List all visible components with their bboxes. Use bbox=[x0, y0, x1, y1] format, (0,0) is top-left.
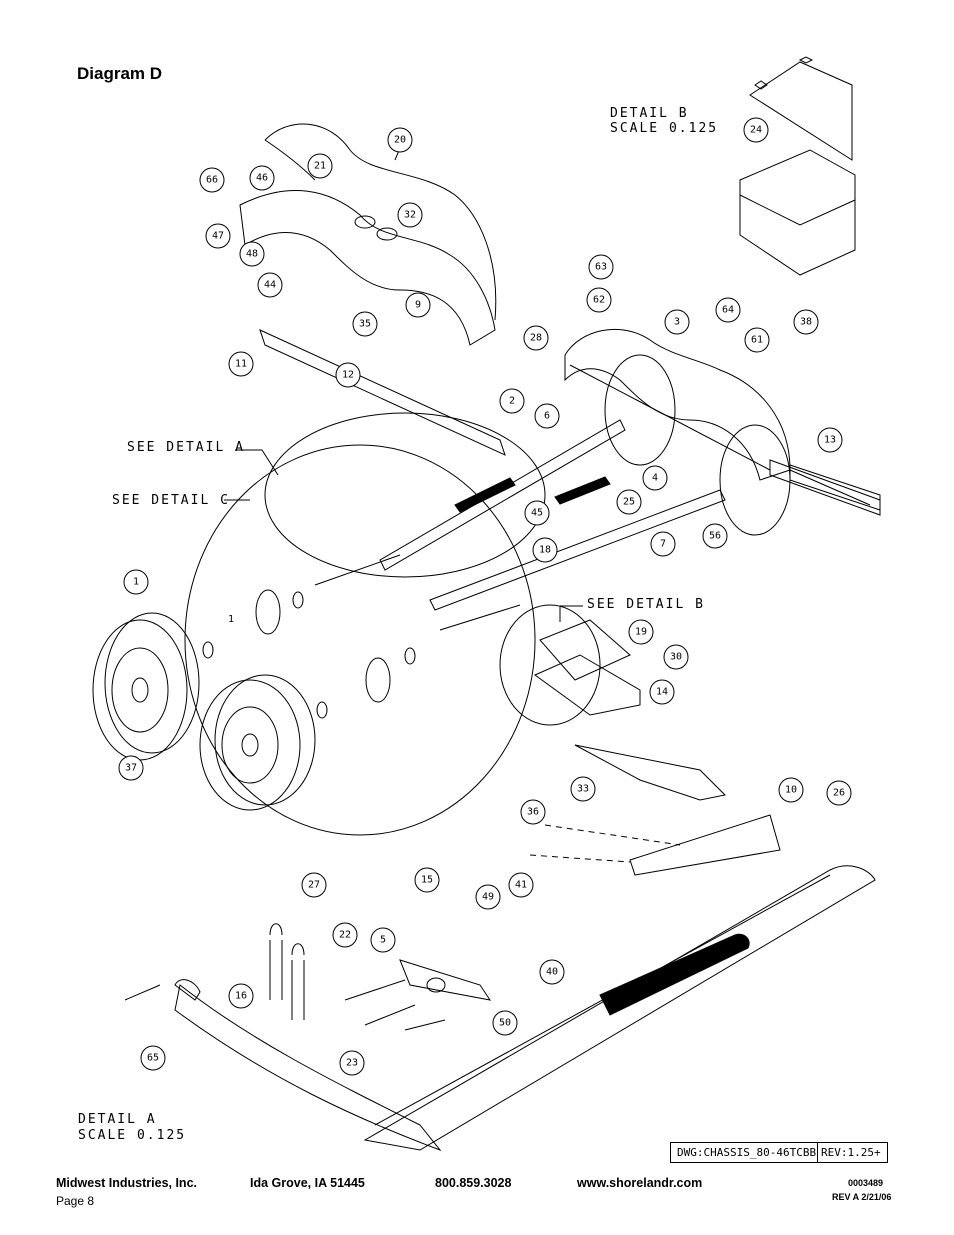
callout-19: 19 bbox=[635, 627, 647, 638]
see-detail-b-leader bbox=[559, 605, 583, 622]
detail-a-ring bbox=[184, 444, 536, 836]
callout-33: 33 bbox=[577, 784, 589, 795]
side-rail-13 bbox=[789, 464, 881, 511]
callout-bubbles bbox=[118, 117, 852, 1076]
footer-revision: REV A 2/21/06 bbox=[832, 1192, 892, 1202]
callout-15: 15 bbox=[421, 875, 433, 886]
callout-38: 38 bbox=[800, 317, 812, 328]
callout-50: 50 bbox=[499, 1018, 511, 1029]
callout-12: 12 bbox=[342, 370, 354, 381]
callout-7: 7 bbox=[660, 539, 666, 550]
callout-40: 40 bbox=[546, 967, 558, 978]
see-detail-a-label: SEE DETAIL A bbox=[127, 440, 245, 455]
callout-35: 35 bbox=[359, 319, 371, 330]
callout-46: 46 bbox=[256, 173, 268, 184]
callout-49: 49 bbox=[482, 892, 494, 903]
drawing-box-divider bbox=[817, 1143, 818, 1162]
see-detail-b-label: SEE DETAIL B bbox=[587, 597, 705, 612]
wheel-right bbox=[199, 674, 316, 811]
fender-assembly-top bbox=[239, 123, 497, 346]
callout-36: 36 bbox=[527, 807, 539, 818]
callout-30: 30 bbox=[670, 652, 682, 663]
step-pad-rail bbox=[454, 477, 516, 513]
step-pad-45 bbox=[554, 476, 611, 505]
wheel-left bbox=[92, 612, 200, 761]
callout-4: 4 bbox=[652, 473, 658, 484]
part-1-mark: 1 bbox=[228, 614, 235, 625]
footer-company: Midwest Industries, Inc. bbox=[56, 1176, 197, 1190]
callout-21: 21 bbox=[314, 161, 326, 172]
callout-18: 18 bbox=[539, 545, 551, 556]
callout-66: 66 bbox=[206, 175, 218, 186]
plate-19 bbox=[539, 619, 631, 681]
detail-c-ring bbox=[264, 412, 546, 578]
callout-6: 6 bbox=[544, 411, 550, 422]
see-detail-a-leader bbox=[235, 449, 279, 476]
callout-23: 23 bbox=[346, 1058, 358, 1069]
callout-27: 27 bbox=[308, 880, 320, 891]
see-detail-c-label: SEE DETAIL C bbox=[112, 493, 230, 508]
footer-doc-number: 0003489 bbox=[848, 1178, 884, 1188]
tongue-bracket bbox=[529, 744, 781, 876]
plate-14 bbox=[534, 654, 641, 716]
callout-16: 16 bbox=[235, 991, 247, 1002]
callout-5: 5 bbox=[380, 935, 386, 946]
callout-63: 63 bbox=[595, 262, 607, 273]
frame-rails bbox=[259, 329, 881, 611]
callout-14: 14 bbox=[656, 687, 668, 698]
callout-numbers: 20 21 66 46 32 47 48 44 9 35 11 12 28 2 … bbox=[125, 125, 845, 1069]
callout-28: 28 bbox=[530, 333, 542, 344]
callout-61: 61 bbox=[751, 335, 763, 346]
footer-city: Ida Grove, IA 51445 bbox=[250, 1176, 365, 1190]
detail-b-scale: SCALE 0.125 bbox=[610, 121, 719, 136]
callout-22: 22 bbox=[339, 930, 351, 941]
detail-b-ring bbox=[499, 604, 601, 726]
callout-24: 24 bbox=[750, 125, 762, 136]
callout-25: 25 bbox=[623, 497, 635, 508]
detail-b-label: DETAIL B bbox=[610, 106, 689, 121]
page-title: Diagram D bbox=[77, 64, 163, 83]
callout-56: 56 bbox=[709, 531, 721, 542]
callout-45: 45 bbox=[531, 508, 543, 519]
drawing-id-box: DWG:CHASSIS_80-46TCBB REV:1.25+ bbox=[670, 1142, 888, 1163]
axle-hub-assembly bbox=[202, 554, 521, 719]
callout-26: 26 bbox=[833, 788, 845, 799]
callout-2: 2 bbox=[509, 396, 515, 407]
callout-44: 44 bbox=[264, 280, 276, 291]
callout-11: 11 bbox=[235, 359, 247, 370]
footer-phone: 800.859.3028 bbox=[435, 1176, 512, 1190]
detail-a-scale: SCALE 0.125 bbox=[78, 1128, 187, 1143]
detail-a-leaf-spring bbox=[174, 865, 876, 1152]
callout-10: 10 bbox=[785, 785, 797, 796]
detail-b-hitch-plate bbox=[739, 56, 856, 276]
callout-47: 47 bbox=[212, 231, 224, 242]
callout-64: 64 bbox=[722, 305, 734, 316]
callout-37: 37 bbox=[125, 763, 137, 774]
callout-1: 1 bbox=[133, 577, 139, 588]
callout-9: 9 bbox=[415, 300, 421, 311]
callout-48: 48 bbox=[246, 249, 258, 260]
callout-62: 62 bbox=[593, 295, 605, 306]
detail-a-u-bolts bbox=[124, 923, 492, 1031]
callout-32: 32 bbox=[404, 210, 416, 221]
callout-20: 20 bbox=[394, 135, 406, 146]
callout-41: 41 bbox=[515, 880, 527, 891]
footer-page-number: Page 8 bbox=[56, 1194, 95, 1208]
callout-13: 13 bbox=[824, 435, 836, 446]
callout-3: 3 bbox=[674, 317, 680, 328]
footer-website[interactable]: www.shorelandr.com bbox=[577, 1176, 703, 1190]
callout-65: 65 bbox=[147, 1053, 159, 1064]
drawing-number: DWG:CHASSIS_80-46TCBB bbox=[677, 1146, 817, 1159]
drawing-revision: REV:1.25+ bbox=[821, 1146, 881, 1159]
detail-a-label: DETAIL A bbox=[78, 1112, 157, 1127]
